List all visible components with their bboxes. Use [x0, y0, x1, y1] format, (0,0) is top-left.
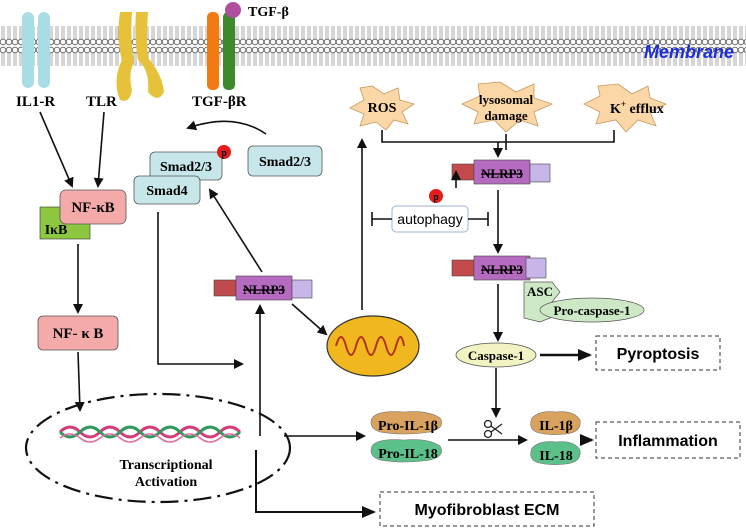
nucleus: Transcriptional Activation [24, 392, 292, 504]
nlrp3-inflammasome-label: NLRP3 [481, 262, 523, 277]
kefflux-sup: + [621, 99, 626, 109]
smad-phospho-icon [217, 145, 231, 159]
tlr-label: TLR [86, 94, 117, 110]
arrow-nfkb-nucleus [74, 351, 85, 412]
ikb-label: IκB [45, 223, 68, 238]
il1b-label: IL-1β [539, 419, 573, 434]
tgfb-label: TGF-β [248, 5, 289, 20]
tlr-chain-left [116, 12, 134, 101]
tgfbr-label: TGF-βR [192, 94, 247, 110]
nlrp3-upper: NLRP3 p [429, 159, 551, 203]
il18-label: IL-18 [539, 449, 572, 464]
nlrp3-nacht-domain [235, 275, 293, 301]
nlrp3-phospho-icon [429, 189, 443, 203]
autophagy-label: autophagy [397, 211, 462, 227]
asc-label: ASC [527, 284, 553, 299]
procaspase-shape [539, 297, 645, 323]
il1r-receptor: IL1-R [16, 12, 55, 110]
lysosomal-label-2: damage [484, 108, 528, 123]
pyroptosis-label: Pyroptosis [617, 346, 700, 363]
membrane: Membrane [0, 26, 746, 72]
transcription-label-1: Transcriptional [119, 458, 212, 473]
caspase1-label: Caspase-1 [468, 348, 524, 363]
tlr-chain-right [135, 12, 164, 98]
mature-cytokines: IL-1β IL-18 [530, 411, 581, 465]
arrow-nlrp3-mito [291, 303, 328, 336]
myofibroblast-label: Myofibroblast ECM [415, 502, 560, 519]
nlrp3-center: NLRP3 [213, 275, 313, 301]
membrane-label: Membrane [644, 42, 734, 62]
lipid-bilayer [0, 26, 746, 72]
nlrp3-inflammasome: NLRP3 ASC Pro-caspase-1 [451, 255, 645, 323]
nfkb-free: NF- κ B [37, 315, 119, 351]
smad23-phospho-label: Smad2/3 [160, 160, 212, 175]
tlr-receptor: TLR [86, 12, 164, 110]
inflammation-outcome: Inflammation [595, 421, 741, 459]
autophagy: autophagy [391, 205, 469, 233]
stimuli-bracket [381, 130, 615, 143]
nlrp3-pyrin-domain [213, 279, 237, 297]
lysosomal-stimulus: lysosomal damage [461, 81, 554, 133]
nfkb-free-label: NF- κ B [53, 326, 104, 342]
myofibroblast-outcome: Myofibroblast ECM [379, 491, 595, 527]
nfkb-free-box [37, 315, 119, 351]
pathway-arrows [39, 111, 615, 518]
nfkb-label: NF-κB [71, 200, 114, 216]
il1r-label: IL1-R [16, 94, 55, 110]
inflammation-label: Inflammation [618, 433, 718, 450]
nfkb-box [59, 189, 127, 225]
procaspase-label: Pro-caspase-1 [553, 303, 630, 318]
nlrp3-phospho-label: p [433, 192, 439, 203]
arrow-nucleus-myofibroblast [255, 450, 376, 518]
pro-il18-label: Pro-IL-18 [378, 447, 438, 462]
smad4-label: Smad4 [146, 184, 187, 199]
caspase1: Caspase-1 [455, 342, 537, 368]
tgfbr-chain-orange [207, 12, 219, 90]
scissors-icon [483, 419, 503, 439]
smad23-label: Smad2/3 [259, 155, 311, 170]
lysosomal-label-1: lysosomal [479, 92, 534, 107]
arrow-tlr-nfkb [93, 111, 105, 188]
smad4-box [133, 175, 201, 205]
dna-helix-icon [58, 425, 242, 443]
smad-phospho-label: p [221, 148, 227, 159]
transcription-label-2: Activation [135, 475, 197, 490]
ros-label: ROS [368, 101, 397, 116]
tgfbr-chain-green [223, 12, 235, 90]
nlrp3-upper-label: NLRP3 [481, 166, 523, 181]
smad-complex: Smad2/3 Smad4 p Smad2/3 [133, 145, 323, 205]
nlrp3-label: NLRP3 [243, 282, 285, 297]
nfkb-complex: NF-κB IκB [39, 189, 127, 240]
kefflux-rest: efflux [626, 102, 664, 117]
il1r-chain-right [38, 12, 50, 88]
ros-stimulus: ROS [349, 85, 415, 131]
kefflux-stimulus: K+ efflux [583, 83, 667, 133]
arrow-nlrp3-smad [208, 188, 263, 273]
tgfb-ligand [225, 2, 241, 18]
tgfbr-receptor: TGF-β TGF-βR [192, 2, 289, 110]
pro-il1b-label: Pro-IL-1β [378, 419, 438, 434]
il1r-chain-left [22, 12, 34, 88]
arrow-smad-phospho [186, 120, 267, 135]
smad23-box [247, 145, 323, 177]
nucleus-boundary [24, 392, 292, 504]
mitochondrion-icon [326, 315, 420, 377]
nlrp3-lrr-domain [291, 279, 313, 299]
arrow-smad-transcription [157, 212, 244, 369]
kefflux-label: K+ efflux [610, 99, 664, 117]
arrow-il1r-nfkb [39, 111, 74, 188]
pyroptosis-outcome: Pyroptosis [595, 335, 721, 371]
pro-cytokines: Pro-IL-1β Pro-IL-18 [370, 411, 442, 463]
kefflux-k: K [610, 102, 621, 117]
